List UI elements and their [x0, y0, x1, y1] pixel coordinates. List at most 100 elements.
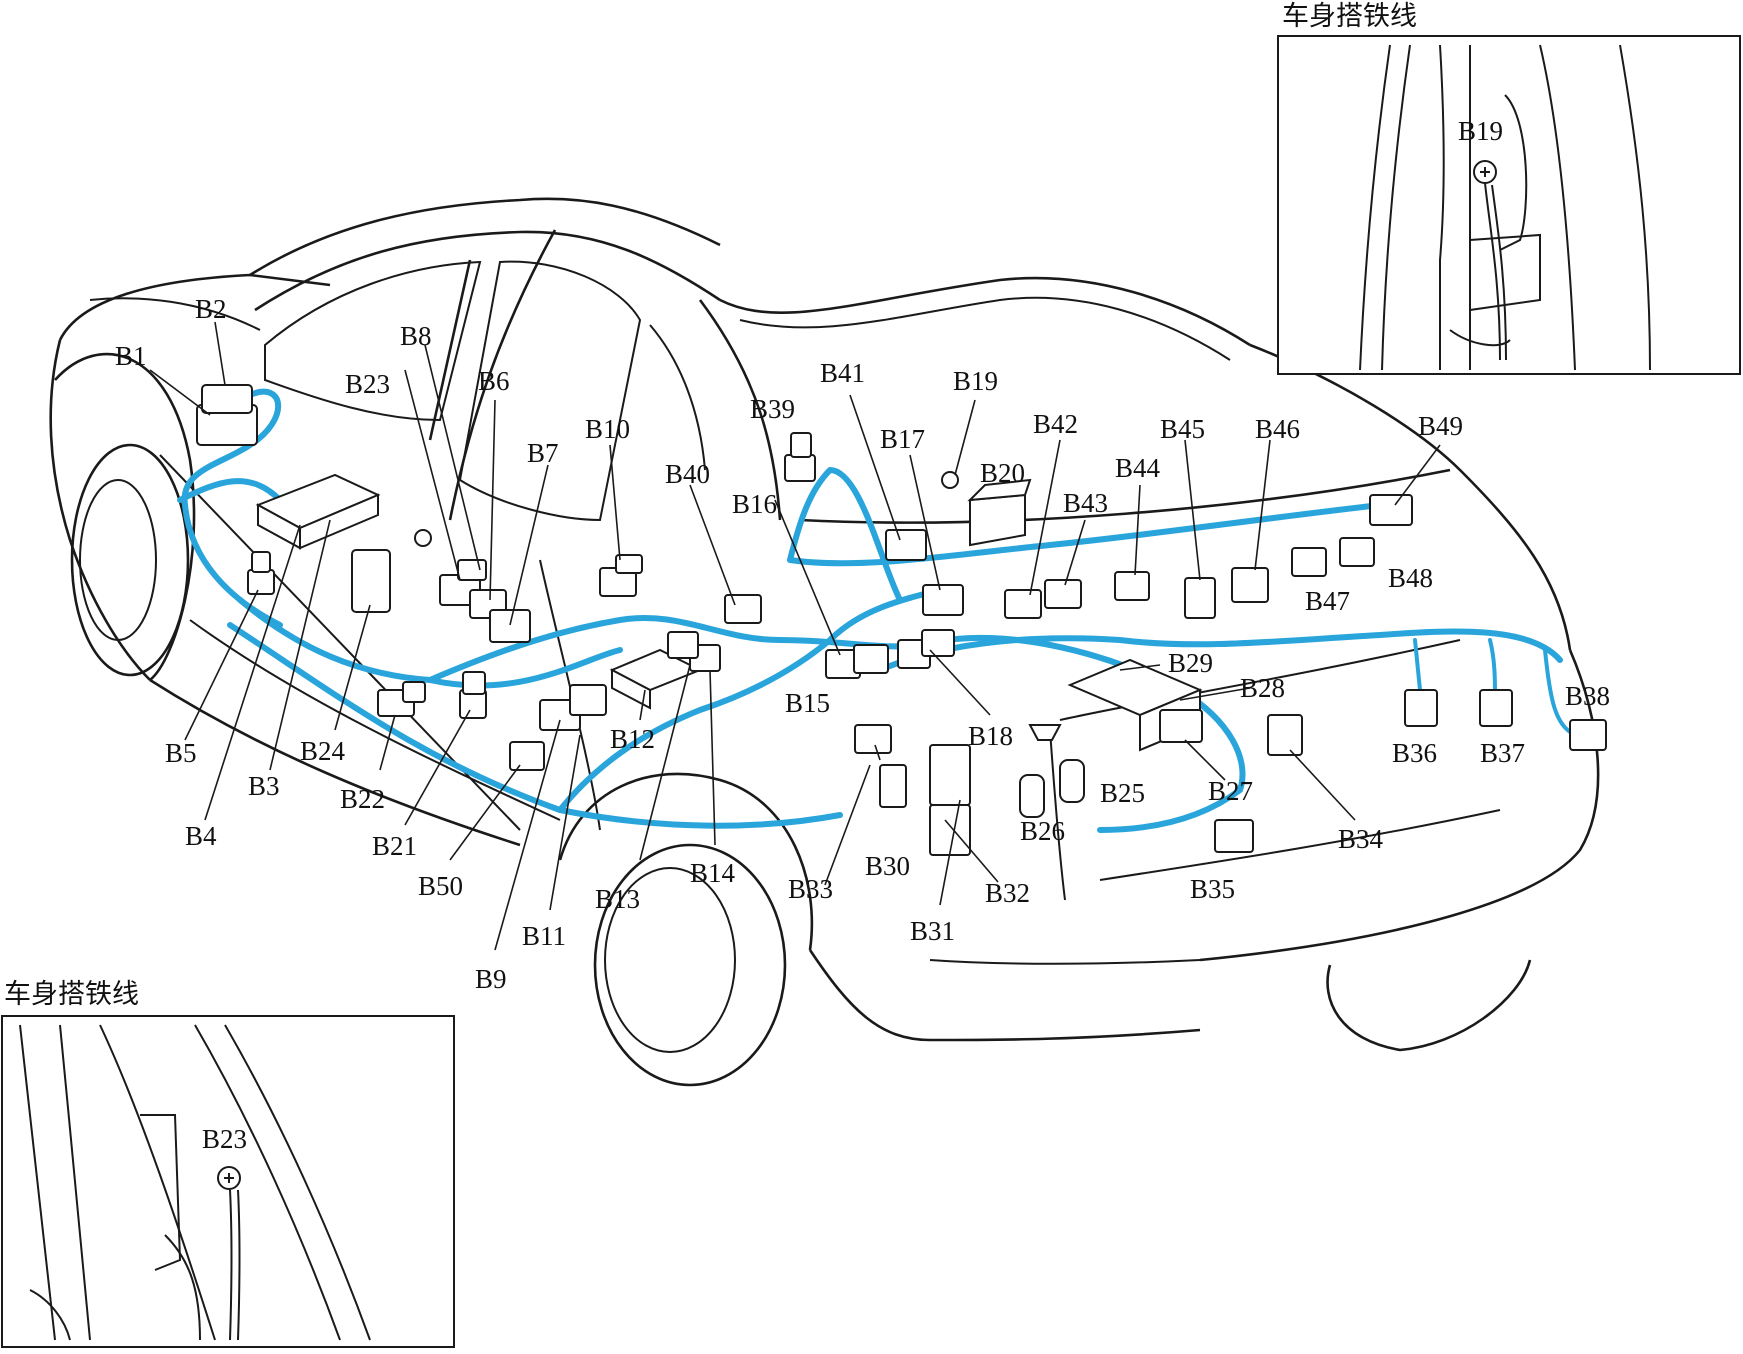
label-b34: B34: [1338, 824, 1384, 854]
label-b2: B2: [195, 294, 227, 324]
label-b13: B13: [595, 884, 640, 914]
label-b23: B23: [345, 369, 390, 399]
label-b35: B35: [1190, 874, 1235, 904]
connector-b15: [825, 644, 889, 679]
label-b41: B41: [820, 358, 865, 388]
label-b6: B6: [478, 366, 510, 396]
connector-b1: [196, 384, 258, 446]
connector-b22: [377, 681, 426, 717]
connector-b31-b32: [929, 744, 971, 856]
connector-b5: [247, 551, 275, 595]
label-b45: B45: [1160, 414, 1205, 444]
ground-terminal-b19-main: [941, 471, 959, 489]
leader-lines: [149, 321, 1441, 951]
label-b3: B3: [248, 771, 280, 801]
label-b5: B5: [165, 738, 197, 768]
connector-b13-b14: [667, 631, 721, 672]
label-b39: B39: [750, 394, 795, 424]
connector-b12: [609, 648, 703, 710]
label-b14: B14: [690, 858, 736, 888]
callout-labels: B1 B2 B3 B4 B5 B6 B7 B8 B9 B10 B11 B12 B…: [115, 294, 1610, 994]
label-b30: B30: [865, 851, 910, 881]
wiring-harness: [177, 388, 1577, 833]
label-b15: B15: [785, 688, 830, 718]
connector-b45: [1184, 577, 1216, 619]
connector-b20: [967, 478, 1032, 547]
connector-b38: [1569, 719, 1607, 751]
connector-b18: [897, 629, 955, 669]
harness-rear-shelf: [787, 502, 1383, 567]
label-b42: B42: [1033, 409, 1078, 439]
connector-b41: [885, 529, 927, 561]
label-b1: B1: [115, 341, 147, 371]
inset-bottom-left-title: 车身搭铁线: [4, 979, 139, 1009]
inset-top-right-label: B19: [1458, 116, 1503, 146]
label-b48: B48: [1388, 563, 1433, 593]
label-b4: B4: [185, 821, 217, 851]
label-b20: B20: [980, 458, 1025, 488]
harness-main-front: [181, 388, 283, 628]
label-b47: B47: [1305, 586, 1350, 616]
inset-top-right-title: 车身搭铁线: [1282, 1, 1417, 31]
harness-trunk-arc: [917, 634, 1246, 833]
label-b25: B25: [1100, 778, 1145, 808]
label-b49: B49: [1418, 411, 1463, 441]
harness-drop-b37: [1488, 638, 1497, 697]
label-b29: B29: [1168, 648, 1213, 678]
label-b16: B16: [732, 489, 777, 519]
label-b46: B46: [1255, 414, 1300, 444]
label-b19: B19: [953, 366, 998, 396]
label-b9: B9: [475, 964, 507, 994]
label-b36: B36: [1392, 738, 1437, 768]
connector-b9-b11: [539, 684, 607, 731]
inset-bottom-left: 车身搭铁线 B23: [1, 979, 455, 1348]
connector-b47-b48: [1291, 537, 1375, 577]
inset-top-right: 车身搭铁线 B19: [1277, 1, 1741, 375]
harness-center: [427, 614, 923, 683]
harness-rocker: [227, 622, 843, 829]
label-b37: B37: [1480, 738, 1525, 768]
label-b44: B44: [1115, 453, 1161, 483]
label-b21: B21: [372, 831, 417, 861]
connector-b7: [489, 609, 531, 643]
label-b12: B12: [610, 724, 655, 754]
ground-terminal-b23-main: [414, 529, 432, 547]
connector-b49: [1369, 494, 1413, 526]
connector-b35: [1214, 819, 1254, 853]
label-b32: B32: [985, 878, 1030, 908]
connector-b44: [1114, 571, 1150, 601]
label-b26: B26: [1020, 816, 1065, 846]
connector-b26: [1019, 724, 1085, 818]
label-b38: B38: [1565, 681, 1610, 711]
connector-b37: [1479, 689, 1513, 727]
connector-b17: [922, 584, 964, 616]
connector-b24: [351, 549, 391, 613]
connector-b43: [1044, 579, 1082, 609]
connector-b39: [784, 432, 816, 482]
label-b22: B22: [340, 784, 385, 814]
connector-b42: [1004, 589, 1042, 619]
connector-b30-b33: [854, 724, 907, 808]
harness-pillar: [787, 467, 903, 603]
connector-b50: [509, 741, 545, 771]
label-b31: B31: [910, 916, 955, 946]
label-b40: B40: [665, 459, 710, 489]
harness-trunk: [877, 628, 1563, 673]
label-b50: B50: [418, 871, 463, 901]
connector-b46: [1231, 567, 1269, 603]
label-b33: B33: [788, 874, 833, 904]
label-b8: B8: [400, 321, 432, 351]
connector-b40: [724, 594, 762, 624]
harness-tunnel: [557, 587, 943, 813]
label-b18: B18: [968, 721, 1013, 751]
connector-b3: [255, 473, 381, 550]
label-b27: B27: [1208, 776, 1253, 806]
connector-b21: [459, 671, 487, 719]
connector-b36: [1404, 689, 1438, 727]
connectors: [196, 384, 1607, 856]
label-b24: B24: [300, 736, 346, 766]
connector-b28-b29: [1067, 658, 1203, 752]
label-b7: B7: [527, 438, 559, 468]
